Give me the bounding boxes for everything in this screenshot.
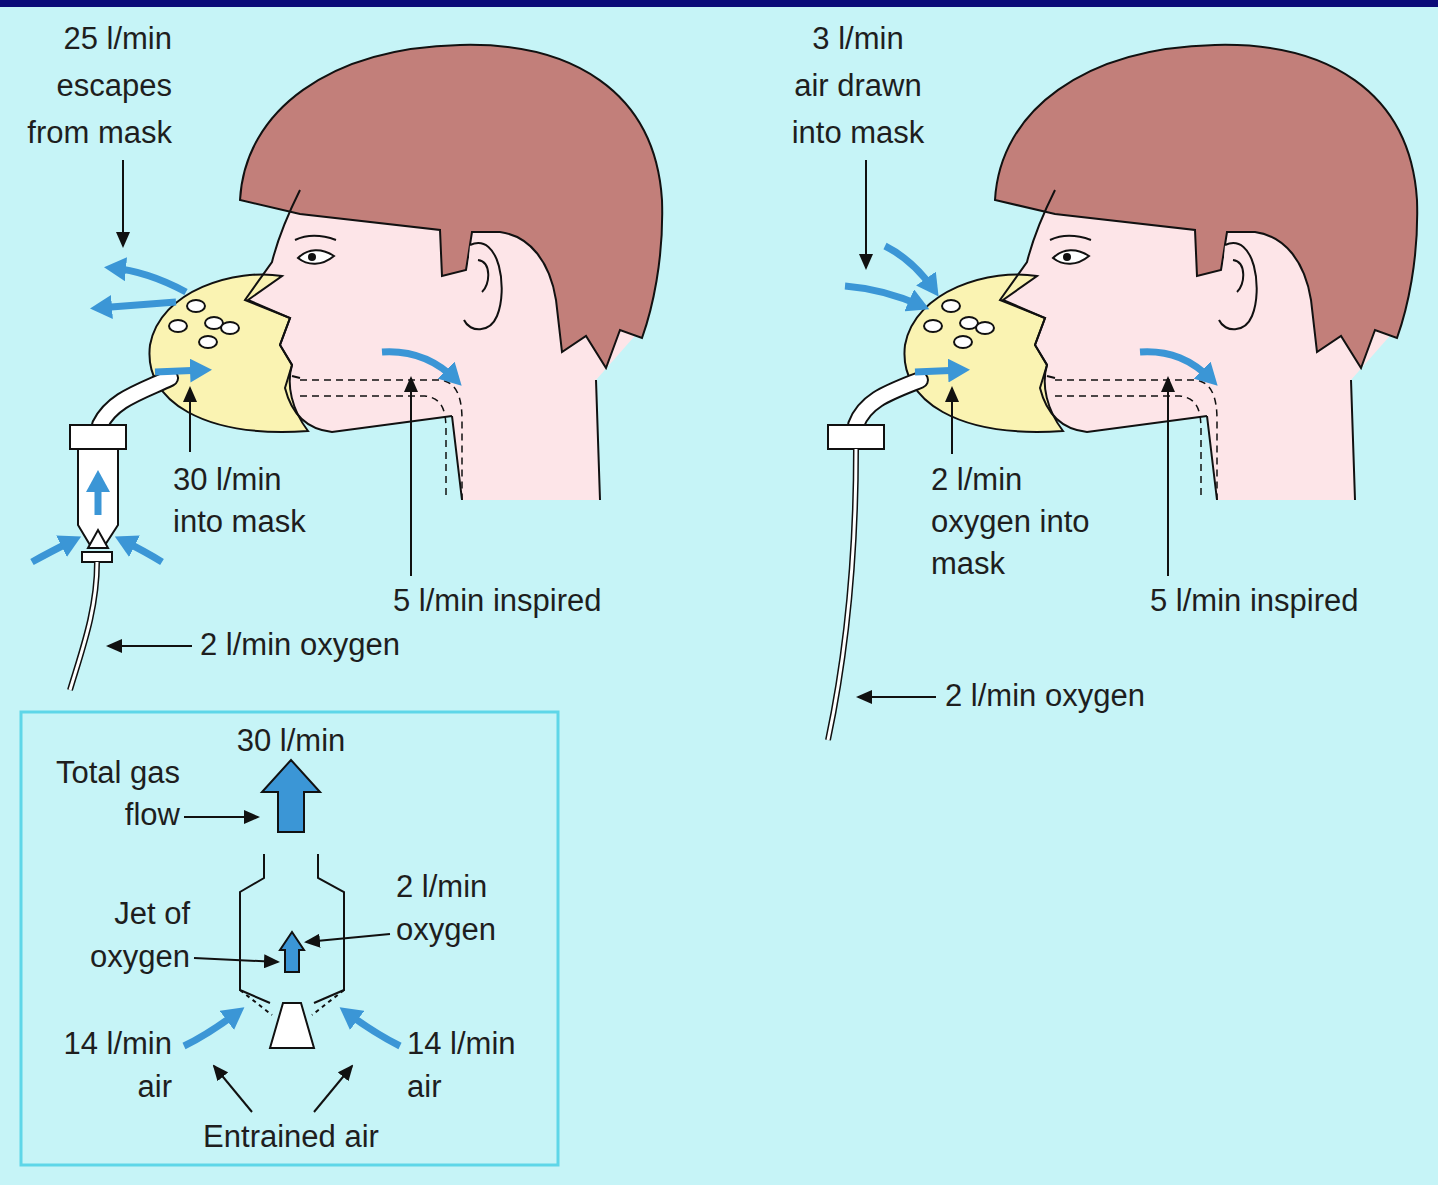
- leader-arrow: [214, 1066, 252, 1112]
- flow-arrow: [184, 1012, 238, 1046]
- inset-frame: [21, 712, 558, 1165]
- flow-arrow: [95, 478, 102, 515]
- flow-arrow: [155, 370, 204, 372]
- venturi-mask-tube: [100, 378, 170, 425]
- label-line: 25 l/min: [27, 15, 172, 62]
- leader-arrow: [306, 934, 390, 942]
- plain-mask-tube: [828, 425, 884, 449]
- label-line: 2 l/min oxygen: [945, 675, 1145, 717]
- leader-arrow: [122, 160, 124, 246]
- top-bar: [0, 0, 1438, 7]
- flow-arrow: [1140, 352, 1212, 380]
- flow-label: 2 l/min oxygen: [396, 865, 496, 951]
- head-figure: [904, 45, 1417, 500]
- leader-arrow: [108, 645, 192, 647]
- flow-label: 2 l/min oxygen: [945, 675, 1145, 717]
- label-line: 2 l/min: [931, 459, 1090, 501]
- label-line: Jet of: [90, 892, 190, 935]
- flow-label: 25 l/min escapes from mask: [27, 15, 172, 156]
- label-line: 30 l/min: [173, 459, 306, 501]
- venturi-mask-tube: [70, 425, 126, 449]
- leader-arrow: [410, 378, 412, 576]
- label-line: 30 l/min: [237, 720, 346, 762]
- label-line: 2 l/min oxygen: [200, 624, 400, 666]
- venturi-device: [270, 1003, 314, 1048]
- venturi-device: [240, 854, 344, 1003]
- leader-arrow: [1167, 378, 1169, 576]
- label-line: oxygen into: [931, 501, 1090, 543]
- flow-arrow: [346, 1012, 400, 1046]
- flow-label: 30 l/min: [237, 720, 346, 762]
- label-line: into mask: [173, 501, 306, 543]
- plain-mask-tube: [828, 380, 920, 740]
- plain-mask-tube: [828, 449, 856, 740]
- flow-label: 2 l/min oxygen into mask: [931, 459, 1090, 585]
- label-line: 3 l/min: [792, 15, 925, 62]
- leader-arrow: [951, 388, 953, 454]
- flow-label: 14 l/min air: [63, 1022, 172, 1108]
- leader-arrow: [858, 696, 936, 698]
- flow-label: 30 l/min into mask: [173, 459, 306, 543]
- label-line: mask: [931, 543, 1090, 585]
- flow-arrow: [382, 352, 456, 380]
- label-line: into mask: [792, 109, 925, 156]
- flow-arrow: [32, 246, 1212, 562]
- label-line: 5 l/min inspired: [393, 580, 601, 622]
- flow-label: 3 l/min air drawn into mask: [792, 15, 925, 156]
- label-line: from mask: [27, 109, 172, 156]
- label-line: Entrained air: [203, 1116, 379, 1158]
- label-line: air drawn: [792, 62, 925, 109]
- flow-arrow: [112, 268, 186, 292]
- leader-arrow: [108, 160, 1168, 697]
- leader-arrow: [865, 160, 867, 268]
- flow-label: Jet of oxygen: [90, 892, 190, 978]
- label-line: air: [407, 1065, 516, 1108]
- plain-mask-tube: [856, 380, 920, 425]
- label-line: 14 l/min: [407, 1022, 516, 1065]
- leader-arrow: [189, 388, 191, 452]
- label-line: oxygen: [396, 908, 496, 951]
- flow-arrow: [122, 540, 162, 562]
- venturi-mask-tube: [70, 562, 97, 690]
- flow-label: Total gas flow: [56, 752, 180, 836]
- venturi-device: [240, 760, 344, 1048]
- label-line: flow: [56, 794, 180, 836]
- venturi-device: [262, 760, 320, 832]
- flow-arrow: [915, 370, 962, 372]
- label-line: Total gas: [56, 752, 180, 794]
- venturi-mask-tube: [70, 562, 97, 690]
- label-line: escapes: [27, 62, 172, 109]
- leader-arrow: [184, 816, 258, 818]
- flow-arrow: [32, 540, 74, 562]
- flow-label: 5 l/min inspired: [393, 580, 601, 622]
- label-line: 5 l/min inspired: [1150, 580, 1358, 622]
- plain-mask-tube: [856, 380, 920, 425]
- head-figure: [149, 45, 662, 500]
- label-line: air: [63, 1065, 172, 1108]
- leader-arrow: [184, 817, 390, 1112]
- venturi-mask-tube: [82, 552, 112, 562]
- flow-arrow: [98, 302, 176, 308]
- leader-arrow: [194, 958, 278, 962]
- venturi-mask-tube: [70, 378, 170, 690]
- venturi-device: [280, 932, 304, 972]
- label-line: oxygen: [90, 935, 190, 978]
- flow-label: Entrained air: [203, 1116, 379, 1158]
- label-line: 2 l/min: [396, 865, 496, 908]
- flow-label: 14 l/min air: [407, 1022, 516, 1108]
- flow-arrow: [184, 1012, 400, 1046]
- flow-label: 5 l/min inspired: [1150, 580, 1358, 622]
- flow-arrow: [845, 286, 922, 306]
- venturi-mask-tube: [100, 378, 170, 425]
- venturi-mask-tube: [88, 530, 108, 548]
- label-line: 14 l/min: [63, 1022, 172, 1065]
- flow-label: 2 l/min oxygen: [200, 624, 400, 666]
- flow-arrow: [885, 246, 934, 290]
- leader-arrow: [314, 1066, 352, 1112]
- plain-mask-tube: [828, 449, 856, 740]
